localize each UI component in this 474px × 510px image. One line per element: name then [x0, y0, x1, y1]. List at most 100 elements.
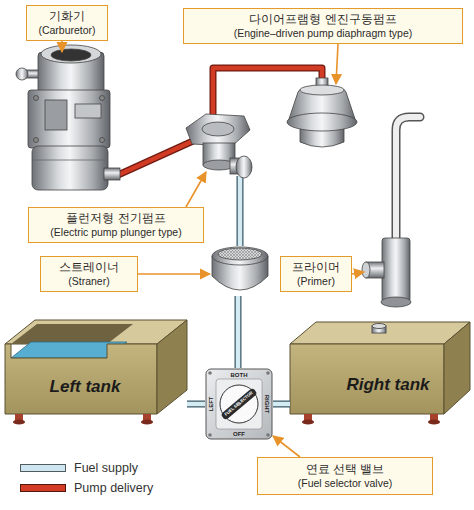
primer-illustration — [381, 297, 411, 307]
callout-text: 연료 선택 밸브 — [306, 463, 384, 476]
callout-text: 다이어프램형 엔진구동펌프 — [249, 13, 396, 26]
shape-outline — [266, 371, 270, 375]
shape-outline — [208, 433, 212, 437]
callout-box: 플런저형 전기펌프(Electric pump plunger type) — [28, 207, 204, 243]
shape-outline — [372, 324, 386, 329]
selector-valve-text: OFF — [233, 431, 245, 437]
carburetor-illustration — [28, 90, 110, 148]
selector-valve: BOTHLEFTFUEL SELECTORRIGHTOFF — [205, 368, 273, 440]
fuel-tank-text: Right tank — [346, 376, 429, 393]
engine-pump-illustration — [300, 85, 344, 95]
fuel-tank-text: Left tank — [50, 378, 121, 395]
shape-outline — [302, 420, 314, 425]
legend-text: Fuel supply — [74, 461, 138, 475]
electric-pump-illustration — [186, 114, 252, 178]
callout-text: (Primer) — [297, 275, 335, 287]
electric-pump-illustration — [202, 122, 234, 136]
callout-text: (Engine–driven pump diaphragm type) — [234, 27, 413, 39]
pipe-fill — [187, 402, 205, 407]
callout-box: 기화기(Carburetor) — [26, 5, 108, 41]
carburetor-illustration — [104, 168, 120, 180]
callout-text: 플런저형 전기펌프 — [66, 212, 165, 225]
leader-arrow — [186, 172, 206, 207]
callout-box: 프라이머(Primer) — [280, 256, 352, 292]
selector-valve-text: LEFT — [208, 397, 214, 412]
shape-outline — [290, 322, 470, 426]
legend-text: Pump delivery — [74, 481, 153, 495]
carburetor-illustration — [100, 138, 105, 143]
fuel-pipe — [273, 404, 290, 405]
electric-pump-illustration — [236, 156, 252, 178]
strainer-illustration — [212, 247, 268, 265]
callout-text: (Fuel selector valve) — [298, 477, 393, 489]
primer-illustration — [396, 117, 420, 250]
shape-outline — [13, 420, 25, 425]
fuel-supply-pipe — [236, 296, 241, 368]
carburetor-illustration — [34, 96, 39, 101]
carburetor-illustration — [16, 45, 120, 190]
carburetor-illustration — [32, 146, 108, 190]
carburetor-illustration — [34, 138, 39, 143]
shape-outline — [220, 385, 258, 423]
pipe-fill — [273, 402, 290, 407]
fuel-supply-pipe — [235, 296, 242, 368]
primer-illustration — [396, 117, 420, 250]
leader-arrow — [61, 41, 63, 52]
shape-outline — [266, 433, 270, 437]
shape-outline — [5, 318, 187, 426]
carburetor-illustration — [45, 100, 67, 130]
callout-text: 프라이머 — [292, 261, 340, 274]
callout-box: 스트레이너(Straner) — [40, 256, 138, 292]
fuel-pipe — [187, 404, 205, 405]
engine-pump-illustration — [287, 78, 357, 147]
primer-illustration — [382, 238, 410, 302]
shape-outline — [444, 322, 470, 414]
shape-outline — [141, 420, 153, 425]
shape-outline — [206, 369, 272, 439]
shape-outline — [216, 379, 262, 429]
legend-swatch — [20, 464, 66, 472]
leader-arrow — [138, 273, 210, 275]
shape-outline — [290, 322, 470, 344]
primer-illustration — [362, 117, 420, 307]
carburetor-illustration — [32, 160, 108, 161]
legend: Fuel supplyPump delivery — [20, 458, 153, 498]
callout-text: (Straner) — [68, 275, 109, 287]
callout-text: (Carburetor) — [38, 24, 95, 36]
pump-delivery-pipe — [118, 141, 193, 175]
carburetor-illustration — [41, 45, 101, 63]
fuel-tank: Left tank — [5, 318, 187, 426]
legend-row: Fuel supply — [20, 458, 153, 478]
carburetor-illustration — [51, 49, 91, 61]
carburetor-illustration — [100, 96, 105, 101]
fuel-supply-pipe — [237, 176, 244, 246]
leader-line — [273, 436, 300, 457]
shape-outline — [157, 320, 187, 414]
shape-outline — [208, 371, 212, 375]
legend-swatch — [20, 484, 66, 492]
pump-delivery-pipe — [118, 141, 193, 175]
callout-text: 기화기 — [49, 10, 85, 23]
fuel-supply-pipe — [238, 176, 243, 246]
engine-pump-illustration — [287, 113, 357, 131]
callout-box: 연료 선택 밸브(Fuel selector valve) — [257, 457, 433, 495]
selector-valve-text: RIGHT — [264, 395, 270, 414]
leader-arrow — [352, 272, 364, 274]
callout-box: 다이어프램형 엔진구동펌프(Engine–driven pump diaphra… — [183, 8, 463, 44]
carburetor-illustration — [16, 68, 28, 80]
legend-row: Pump delivery — [20, 478, 153, 498]
fuel-tank: Right tank — [290, 322, 470, 426]
carburetor-illustration — [75, 104, 101, 118]
shape-outline — [428, 420, 440, 425]
shape-outline — [220, 387, 257, 420]
callout-text: (Electric pump plunger type) — [50, 226, 181, 238]
shape-outline — [5, 344, 157, 414]
strainer-illustration — [218, 248, 262, 260]
selector-valve-text: BOTH — [231, 372, 248, 378]
electric-pump-illustration — [186, 114, 250, 146]
callout-text: 스트레이너 — [59, 261, 119, 274]
shape-outline — [11, 324, 133, 344]
shape-outline — [5, 320, 187, 344]
pipe-outline — [273, 401, 290, 408]
